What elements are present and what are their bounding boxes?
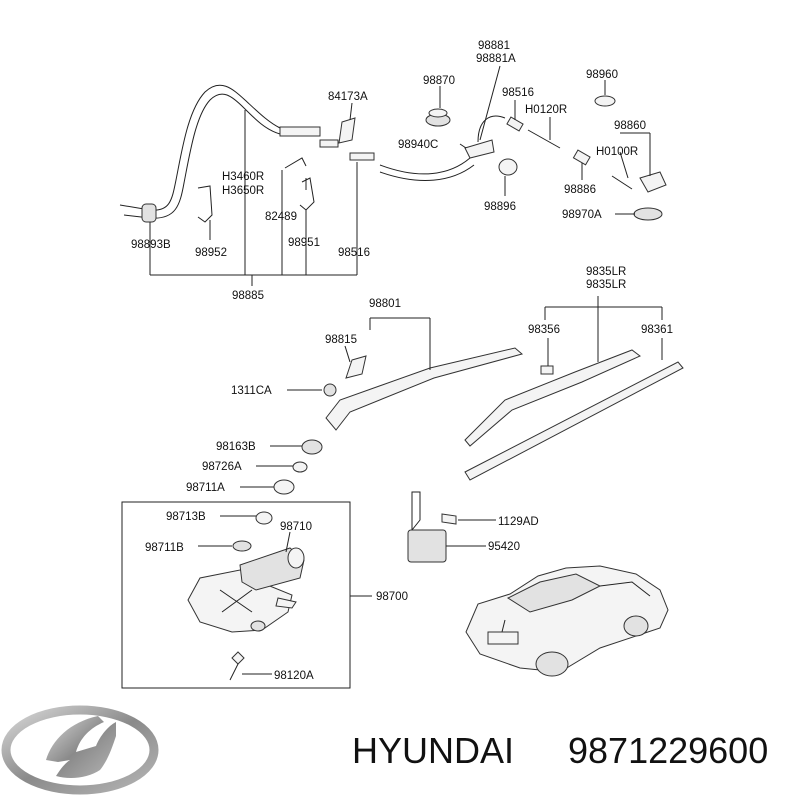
wiper-arm-blade — [273, 347, 684, 495]
part-number-text: 9871229600 — [568, 730, 768, 771]
label-98356: 98356 — [528, 324, 560, 336]
label-98120a: 98120A — [274, 670, 314, 682]
label-98885: 98885 — [232, 290, 264, 302]
label-98881a: 98881A — [476, 53, 516, 65]
label-98952: 98952 — [195, 247, 227, 259]
label-98713b: 98713B — [166, 511, 206, 523]
label-84173a: 84173A — [328, 91, 368, 103]
leader-lines-motor — [198, 515, 372, 675]
label-98860: 98860 — [614, 120, 646, 132]
washer-hose-assembly — [119, 84, 667, 223]
label-98700: 98700 — [376, 591, 408, 603]
brand-text: HYUNDAI — [352, 730, 514, 771]
label-h3460r: H3460R — [222, 171, 264, 183]
label-98711b: 98711B — [145, 542, 184, 554]
hyundai-logo — [1, 705, 159, 795]
label-98881: 98881 — [478, 40, 510, 52]
label-1311ca: 1311CA — [231, 385, 272, 397]
leader-lines-top — [149, 65, 651, 286]
label-98801: 98801 — [369, 298, 401, 310]
label-98815: 98815 — [325, 334, 357, 346]
wiper-motor — [187, 511, 305, 681]
label-98163b: 98163B — [216, 441, 256, 453]
label-9835lr-a: 9835LR — [586, 266, 626, 278]
label-98516-top: 98516 — [502, 87, 534, 99]
label-98516-left: 98516 — [338, 247, 370, 259]
label-98870: 98870 — [423, 75, 455, 87]
leader-lines-middle — [240, 296, 663, 488]
label-98896: 98896 — [484, 201, 516, 213]
label-82489: 82489 — [265, 211, 297, 223]
car-illustration — [465, 565, 669, 677]
label-98710: 98710 — [280, 521, 312, 533]
label-98960: 98960 — [586, 69, 618, 81]
label-98361: 98361 — [641, 324, 673, 336]
label-98940c: 98940C — [398, 139, 438, 151]
label-1129ad: 1129AD — [498, 516, 539, 528]
label-h0120r: H0120R — [525, 104, 567, 116]
label-98970a: 98970A — [562, 209, 602, 221]
label-98711a: 98711A — [186, 482, 225, 494]
label-h0100r: H0100R — [596, 146, 638, 158]
label-98893b: 98893B — [131, 239, 171, 251]
motor-assembly-box — [121, 501, 351, 689]
label-95420: 95420 — [488, 541, 520, 553]
label-98726a: 98726A — [202, 461, 242, 473]
part-labels: 98881 98881A 98870 98516 98960 84173A H0… — [131, 40, 673, 682]
label-9835lr-b: 9835LR — [586, 279, 626, 291]
label-98951: 98951 — [288, 237, 320, 249]
label-h3650r: H3650R — [222, 185, 264, 197]
relay-module — [407, 491, 496, 563]
label-98886: 98886 — [564, 184, 596, 196]
